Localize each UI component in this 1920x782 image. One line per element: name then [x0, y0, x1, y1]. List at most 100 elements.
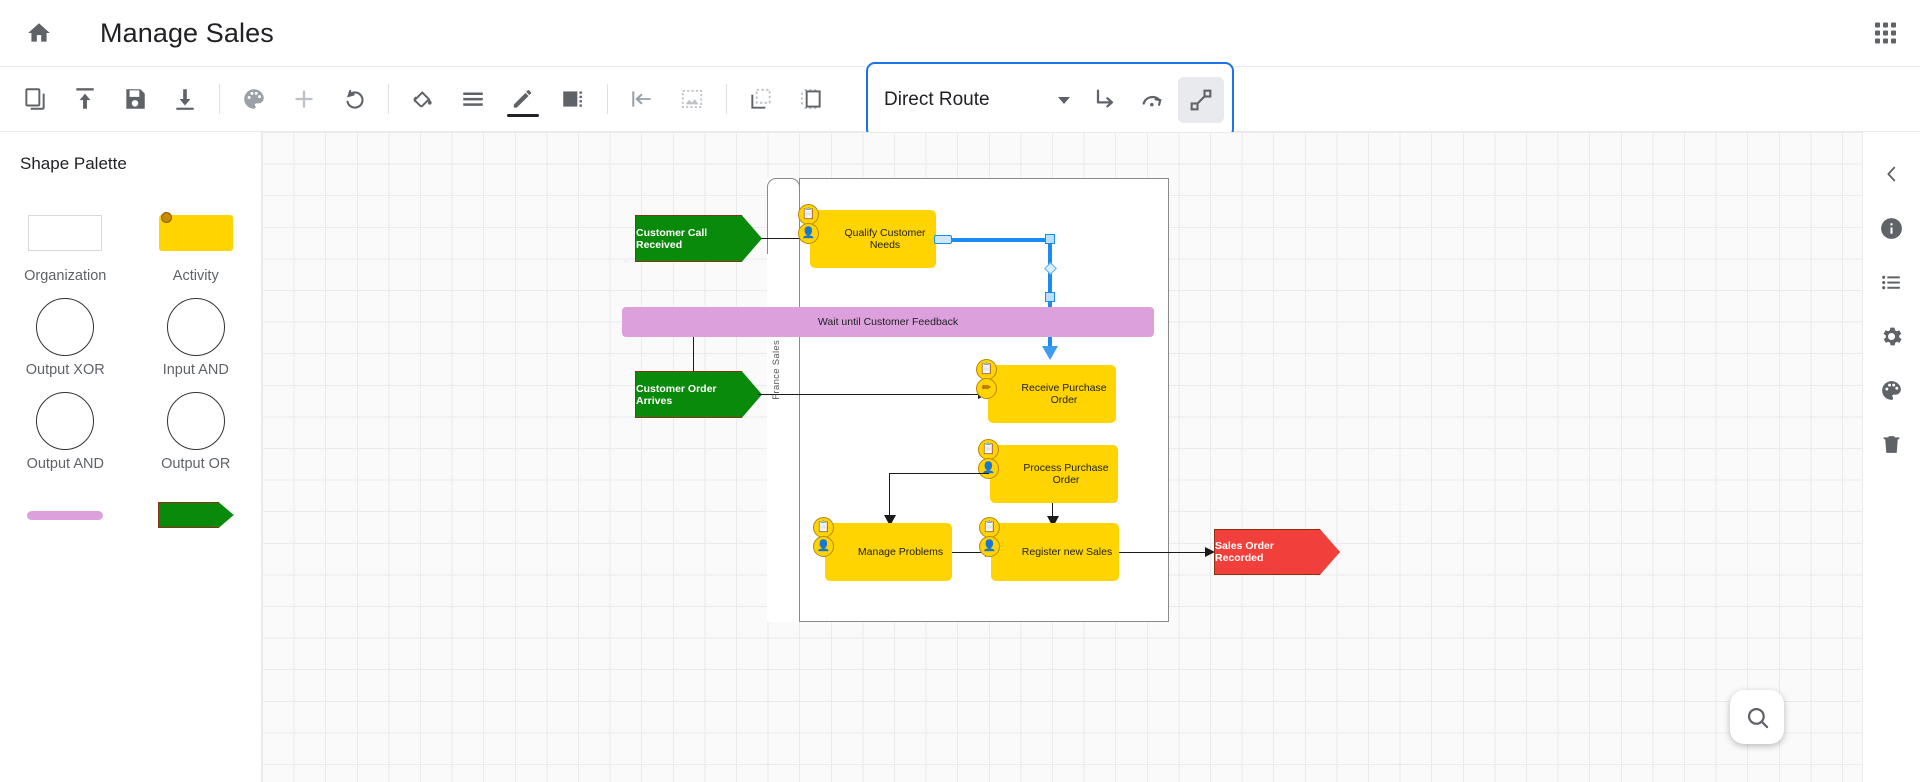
- node-manage-problems[interactable]: Manage Problems 📋 👤: [813, 517, 952, 581]
- zoom-search-button[interactable]: [1730, 690, 1784, 744]
- workspace: Shape Palette Organization Activity Outp…: [0, 132, 1920, 782]
- apps-grid-icon[interactable]: [1875, 22, 1896, 44]
- send-backward-icon[interactable]: [736, 74, 786, 124]
- curved-route-icon[interactable]: [1130, 77, 1176, 123]
- trash-icon[interactable]: [1872, 424, 1912, 464]
- node-customer-order-arrives[interactable]: Customer Order Arrives: [635, 371, 762, 418]
- node-customer-call-received[interactable]: Customer Call Received: [635, 215, 762, 262]
- toolbar-divider: [219, 84, 220, 114]
- route-type-dropdown[interactable]: Direct Route: [884, 64, 1080, 136]
- palette-item-label: Output XOR: [25, 362, 105, 378]
- connector-source-handle[interactable]: [934, 234, 952, 244]
- palette-item-output-xor[interactable]: Output XOR: [0, 294, 131, 378]
- circle-shape-icon: [131, 294, 262, 360]
- node-qualify-customer-needs[interactable]: Qualify Customer Needs 📋 👤: [798, 204, 936, 268]
- palette-item-output-and[interactable]: Output AND: [0, 388, 131, 472]
- collapse-chevron-icon[interactable]: [1872, 154, 1912, 194]
- line-style-icon[interactable]: [448, 74, 498, 124]
- connector-line[interactable]: [758, 238, 810, 240]
- undo-icon[interactable]: [329, 74, 379, 124]
- node-icons: 📋 👤: [979, 517, 1000, 557]
- node-sales-order-recorded[interactable]: Sales Order Recorded: [1214, 529, 1340, 575]
- palette-item-label: Output AND: [26, 456, 104, 472]
- settings-gear-icon[interactable]: [1872, 316, 1912, 356]
- connector-line[interactable]: [1119, 552, 1207, 554]
- shape-palette-title: Shape Palette: [20, 154, 127, 173]
- connector-line[interactable]: [889, 473, 989, 475]
- connector-line[interactable]: [889, 473, 891, 517]
- node-label: Customer Call Received: [636, 226, 708, 251]
- document-icon: 📋: [976, 359, 997, 380]
- selected-connector-h[interactable]: [942, 238, 1052, 242]
- person-icon: 👤: [978, 458, 999, 479]
- upload-icon[interactable]: [60, 74, 110, 124]
- node-wait-until-customer-feedback[interactable]: Wait until Customer Feedback: [622, 307, 1154, 337]
- node-label: Register new Sales: [1021, 546, 1113, 558]
- palette-item-event-arrow[interactable]: [131, 482, 262, 550]
- palette-icon[interactable]: [1872, 370, 1912, 410]
- node-process-purchase-order[interactable]: Process Purchase Order 📋 👤: [978, 439, 1118, 503]
- node-icons: 📋 👤: [978, 439, 999, 479]
- connector-line[interactable]: [693, 337, 695, 380]
- shape-palette-panel: Shape Palette Organization Activity Outp…: [0, 132, 262, 782]
- connector-segment-handle[interactable]: [1045, 292, 1055, 302]
- palette-item-label: Output OR: [161, 456, 231, 472]
- circle-shape-icon: [0, 294, 131, 360]
- image-icon[interactable]: [667, 74, 717, 124]
- palette-icon[interactable]: [229, 74, 279, 124]
- palette-item-organization[interactable]: Organization: [0, 200, 131, 284]
- direct-route-icon[interactable]: [1178, 77, 1224, 123]
- node-label: Receive Purchase Order: [1021, 382, 1107, 406]
- node-label: Customer Order Arrives: [636, 382, 717, 407]
- palette-item-label: Organization: [24, 268, 107, 284]
- signature-icon: ✏: [976, 378, 997, 399]
- orthogonal-route-icon[interactable]: [1082, 77, 1128, 123]
- right-rail: [1862, 132, 1920, 782]
- green-arrow-shape-icon: [131, 482, 262, 548]
- node-register-new-sales[interactable]: Register new Sales 📋 👤: [979, 517, 1119, 581]
- bring-forward-icon[interactable]: [786, 74, 836, 124]
- connector-arrowhead: [1205, 547, 1215, 557]
- diagram-canvas[interactable]: France Sales Customer Call Received Qual…: [262, 132, 1862, 782]
- document-icon: 📋: [798, 204, 819, 225]
- download-icon[interactable]: [160, 74, 210, 124]
- fill-color-icon[interactable]: [398, 74, 448, 124]
- node-label: Process Purchase Order: [1023, 462, 1109, 486]
- palette-item-input-and[interactable]: Input AND: [131, 294, 262, 378]
- connector-line[interactable]: [758, 394, 980, 396]
- palette-item-label: Input AND: [162, 362, 229, 378]
- list-icon[interactable]: [1872, 262, 1912, 302]
- node-receive-purchase-order[interactable]: Receive Purchase Order 📋 ✏: [976, 359, 1116, 423]
- connector-arrowhead: [884, 515, 896, 526]
- shape-palette-grid: Organization Activity Output XOR Input A…: [0, 200, 261, 550]
- palette-item-wait-bar[interactable]: [0, 482, 131, 550]
- node-icons: 📋 ✏: [976, 359, 997, 399]
- align-left-icon[interactable]: [617, 74, 667, 124]
- toolbar-divider: [388, 84, 389, 114]
- node-label: Manage Problems: [857, 546, 944, 558]
- activity-shape-icon: [131, 200, 262, 266]
- main-toolbar: Direct Route: [0, 62, 1920, 138]
- pen-icon[interactable]: [498, 74, 548, 124]
- add-icon[interactable]: [279, 74, 329, 124]
- palette-item-output-or[interactable]: Output OR: [131, 388, 262, 472]
- palette-item-activity[interactable]: Activity: [131, 200, 262, 284]
- diagram-content: France Sales Customer Call Received Qual…: [262, 132, 1862, 782]
- circle-shape-icon: [131, 388, 262, 454]
- node-label: Qualify Customer Needs: [844, 227, 926, 251]
- connector-line[interactable]: [1052, 503, 1054, 520]
- info-icon[interactable]: [1872, 208, 1912, 248]
- connector-bend-handle[interactable]: [1045, 234, 1055, 244]
- person-icon: 👤: [813, 536, 834, 557]
- connector-line[interactable]: [952, 552, 987, 554]
- copy-icon[interactable]: [10, 74, 60, 124]
- home-icon[interactable]: [22, 16, 56, 50]
- shadow-icon[interactable]: [548, 74, 598, 124]
- circle-shape-icon: [0, 388, 131, 454]
- palette-item-label: Activity: [172, 268, 219, 284]
- node-label: Wait until Customer Feedback: [817, 316, 959, 328]
- document-icon: 📋: [813, 517, 834, 538]
- lane-header: [767, 178, 800, 254]
- route-selector-group: Direct Route: [866, 62, 1234, 138]
- save-icon[interactable]: [110, 74, 160, 124]
